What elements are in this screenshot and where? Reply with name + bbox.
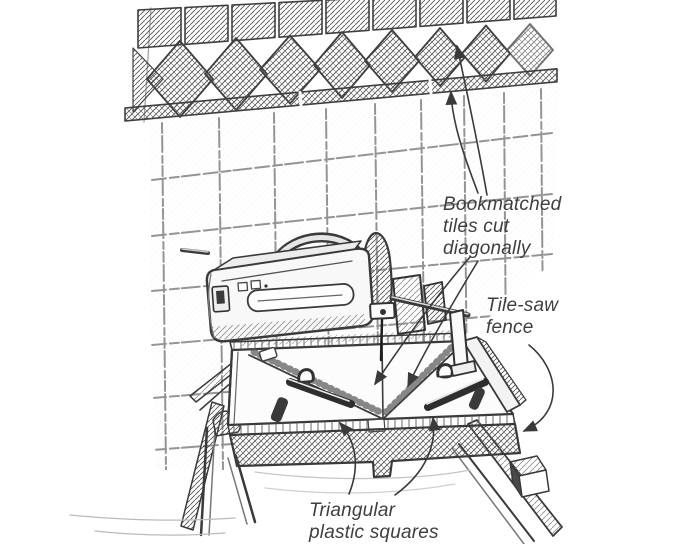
floor-strokes (69, 469, 471, 536)
triangular-square-right (424, 363, 489, 411)
label-bookmatched-tiles: Bookmatched tiles cut diagonally (443, 194, 562, 259)
blade-carriage (392, 274, 447, 335)
label-triangular-squares: Triangular plastic squares (309, 500, 439, 543)
rubber-foot-left (270, 397, 288, 423)
table-apron (228, 422, 522, 479)
arrow-to-left-tile-half (374, 256, 471, 386)
arrow-to-right-square (394, 416, 441, 496)
rail-clamp-block (509, 455, 550, 498)
arrow-to-right-tile-half (407, 260, 479, 388)
tile-v-and-squares (248, 339, 489, 423)
saw-table (226, 330, 527, 479)
motor-top-face (213, 240, 362, 271)
saw-blade (379, 318, 384, 362)
arrow-to-diamond-tiles (453, 44, 488, 196)
diamond-tile-band (132, 23, 554, 118)
power-switch (211, 285, 231, 313)
rubber-foot-right (468, 387, 485, 410)
arbor-bolt (380, 309, 386, 315)
triangular-square-left (270, 368, 355, 423)
clamp-knob-left (297, 368, 315, 383)
arrow-to-left-square (338, 421, 357, 495)
arrow-to-diamond-band (445, 90, 479, 194)
arrow-to-fence (522, 344, 554, 432)
label-tile-saw-fence: Tile-saw fence (486, 295, 559, 338)
back-left-bracket (258, 346, 278, 362)
fence-right-end (462, 336, 527, 413)
fence-bracket (449, 309, 477, 377)
callout-arrows (338, 44, 554, 496)
brick-border-row (137, 0, 557, 49)
clamp-knob-right (436, 363, 454, 378)
saw-motor (180, 232, 477, 377)
